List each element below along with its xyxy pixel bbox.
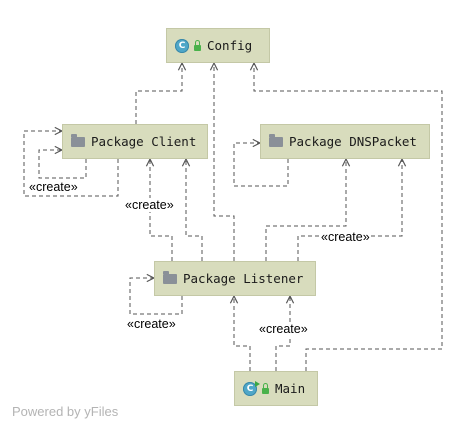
node-package-dnspacket[interactable]: Package DNSPacket (260, 124, 430, 159)
node-main-label: Main (275, 381, 306, 396)
lock-icon (262, 383, 269, 394)
node-main[interactable]: C Main (234, 371, 318, 406)
node-package-dnspacket-label: Package DNSPacket (289, 134, 417, 149)
edge-main-to-listener-a (234, 296, 251, 371)
edge-client-self-inner (38, 150, 87, 179)
node-package-listener-label: Package Listener (183, 271, 304, 286)
node-package-client[interactable]: Package Client (62, 124, 208, 159)
lock-icon (194, 40, 201, 51)
edge-listener-to-client-b (186, 159, 203, 261)
node-config-label: Config (207, 38, 253, 53)
class-icon: C (175, 38, 189, 53)
edge-client-to-config (135, 63, 182, 124)
edge-label-listener-to-client: «create» (124, 198, 175, 212)
edge-label-listener-self: «create» (126, 317, 177, 331)
edge-client-self-outer (23, 131, 119, 197)
edge-label-main-to-listener: «create» (258, 322, 309, 336)
edge-main-to-listener-b (275, 296, 290, 371)
folder-icon (71, 133, 85, 147)
node-config[interactable]: C Config (166, 28, 270, 63)
edge-main-to-config (254, 63, 443, 371)
node-package-listener[interactable]: Package Listener (154, 261, 316, 296)
edge-listener-to-dnspacket-b (297, 159, 402, 261)
folder-icon (163, 270, 177, 284)
edge-listener-to-client-a (150, 159, 173, 261)
edge-dnspacket-self (233, 143, 289, 187)
watermark-text: Powered by yFiles (12, 404, 119, 419)
node-package-client-label: Package Client (91, 134, 197, 149)
edge-listener-to-dnspacket-a (265, 159, 346, 261)
edge-label-listener-to-dnspacket: «create» (320, 230, 371, 244)
edge-listener-to-config (214, 63, 235, 261)
runnable-class-icon: C (243, 380, 260, 396)
folder-icon (269, 133, 283, 147)
edge-label-client-self: «create» (28, 180, 79, 194)
edge-listener-self (129, 278, 183, 315)
